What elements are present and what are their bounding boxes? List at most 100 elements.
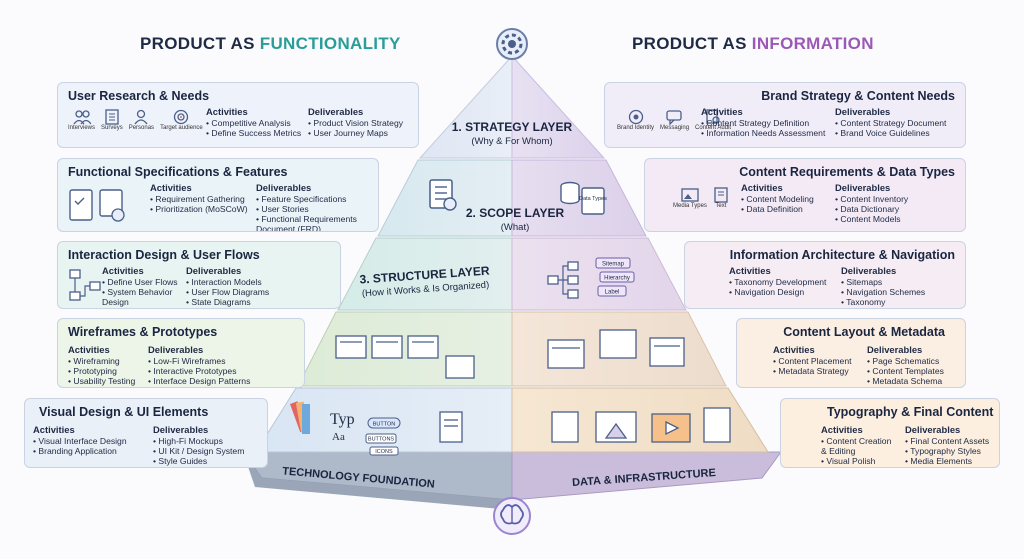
- icon-label-interviews: Interviews: [68, 125, 96, 131]
- personas-icon: Personas: [129, 109, 154, 131]
- brand-icons: Brand Identity Messaging Content Audit: [617, 109, 731, 131]
- target-icon: Target audience: [160, 109, 203, 131]
- flow-diagram-icon: [547, 261, 579, 299]
- panel-user-research: User Research & Needs Interviews Surveys…: [57, 82, 419, 148]
- deliverable-item: • Interactive Prototypes: [148, 366, 237, 376]
- deliverables-heading: Deliverables: [186, 265, 242, 276]
- deliverables-col: Deliverables • Content Strategy Document…: [835, 106, 946, 139]
- ui-buttons-icon: BUTTON BUTTONS ICONS: [365, 417, 401, 456]
- deliverable-item: • Typography Styles: [905, 446, 981, 456]
- activities-heading: Activities: [102, 265, 144, 276]
- deliverables-heading: Deliverables: [308, 106, 364, 117]
- panel-content-requirements: Content Requirements & Data Types Media …: [644, 158, 966, 232]
- mockup-doc-icon: [439, 411, 463, 443]
- panel-title: Wireframes & Prototypes: [68, 325, 218, 339]
- activities-heading: Activities: [150, 182, 192, 193]
- layer-1-label: 1. STRATEGY LAYER (Why & For Whom): [430, 120, 594, 147]
- deliverables-heading: Deliverables: [835, 106, 891, 117]
- deliverables-heading: Deliverables: [256, 182, 312, 193]
- activity-item: • Information Needs Assessment: [701, 128, 826, 138]
- deliverable-item: • Brand Voice Guidelines: [835, 128, 930, 138]
- activity-item: • Requirement Gathering: [150, 194, 245, 204]
- data-types-icon: Data Types: [560, 181, 607, 215]
- activities-col: Activities • Content Placement • Metadat…: [773, 345, 852, 377]
- deliverable-item: • Product Vision Strategy: [308, 118, 404, 128]
- content-type-icons: Media Types Text: [673, 187, 729, 209]
- tag-label: Label: [605, 290, 620, 296]
- panel-title: Content Layout & Metadata: [783, 325, 945, 339]
- activities-col: Activities • Visual Interface Design • B…: [33, 424, 127, 457]
- panel-brand-strategy: Brand Strategy & Content Needs Brand Ide…: [604, 82, 966, 148]
- activities-col: Activities • Taxonomy Development • Navi…: [729, 265, 827, 298]
- deliverables-heading: Deliverables: [835, 182, 891, 193]
- deliverable-item: • User Flow Diagrams: [186, 287, 270, 297]
- deliverables-col: Deliverables • Sitemaps • Navigation Sch…: [841, 265, 925, 308]
- deliverable-item: • Interaction Models: [186, 277, 262, 287]
- activities-heading: Activities: [33, 424, 75, 435]
- left-header-prefix: PRODUCT AS: [140, 34, 260, 53]
- activity-item: • Content Modeling: [741, 194, 814, 204]
- panel-title: Functional Specifications & Features: [68, 165, 288, 179]
- icon-label-audit: Content Audit: [695, 125, 732, 131]
- data-types-doc-label: Data Types: [579, 196, 607, 202]
- activities-col: Activities • Content Strategy Definition…: [701, 107, 826, 139]
- panel-title: Information Architecture & Navigation: [729, 248, 955, 262]
- layer-2-label: 2. SCOPE LAYER (What): [460, 206, 570, 233]
- sitemap-tags: Sitemap Hierarchy Label: [595, 257, 635, 297]
- panel-title: Interaction Design & User Flows: [68, 248, 260, 262]
- layer-2-subtitle: (What): [500, 222, 530, 233]
- deliverable-item: • Interface Design Patterns: [148, 376, 251, 386]
- checklist-icon: [429, 179, 457, 211]
- right-header-prefix: PRODUCT AS: [632, 34, 752, 53]
- deliverable-item: • Metadata Schema: [867, 376, 943, 386]
- deliverable-item: • Page Schematics: [867, 356, 940, 366]
- activity-item: Design: [102, 297, 129, 307]
- activity-item: • Competitive Analysis: [206, 118, 291, 128]
- activity-item: • Content Creation: [821, 436, 892, 446]
- deliverable-item: • Data Dictionary: [835, 204, 900, 214]
- panel-visual-design: Visual Design & UI Elements Activities •…: [24, 398, 268, 468]
- typography-big: Typ: [330, 411, 355, 428]
- color-swatch-icon: [290, 401, 310, 434]
- tag-hierarchy: Hierarchy: [604, 276, 630, 282]
- activity-item: • Prioritization (MoSCoW): [150, 204, 248, 214]
- icon-label-surveys: Surveys: [101, 125, 123, 131]
- deliverable-item: • User Journey Maps: [308, 128, 388, 138]
- panel-title: Typography & Final Content: [827, 405, 994, 419]
- activities-heading: Activities: [729, 265, 771, 276]
- activity-item: • Content Strategy Definition: [701, 118, 810, 128]
- activity-item: • Taxonomy Development: [729, 277, 827, 287]
- deliverable-item: • Content Templates: [867, 366, 944, 376]
- activity-item: • Navigation Design: [729, 287, 805, 297]
- layer-3-right: [511, 237, 687, 311]
- deliverables-col: Deliverables • Page Schematics • Content…: [867, 345, 944, 387]
- panel-information-architecture: Information Architecture & Navigation Ac…: [684, 241, 966, 309]
- user-flow-icon: [69, 269, 101, 301]
- deliverable-item: • Style Guides: [153, 456, 208, 466]
- typography-small: Aa: [332, 431, 345, 443]
- deliverable-item: • Final Content Assets: [905, 436, 990, 446]
- deliverable-item: • Media Elements: [905, 456, 973, 466]
- activities-col: Activities • Competitive Analysis • Defi…: [206, 107, 301, 139]
- deliverable-item: • Functional Requirements: [256, 214, 357, 224]
- panel-wireframes: Wireframes & Prototypes Activities • Wir…: [57, 318, 305, 388]
- activity-item: • Content Placement: [773, 356, 852, 366]
- base-slab-left-front: [243, 452, 512, 510]
- tag-sitemap: Sitemap: [602, 262, 625, 268]
- activity-item: • Branding Application: [33, 446, 117, 456]
- ui-buttons-label: BUTTONS: [368, 437, 395, 443]
- icon-label-media: Media Types: [673, 203, 707, 209]
- deliverable-item: • Content Inventory: [835, 194, 909, 204]
- deliverable-item: • Feature Specifications: [256, 194, 347, 204]
- gear-icon: [496, 28, 528, 60]
- deliverable-item: Document (FRD): [256, 224, 321, 232]
- deliverables-heading: Deliverables: [153, 424, 209, 435]
- deliverable-item: • UI Kit / Design System: [153, 446, 245, 456]
- deliverable-item: • State Diagrams: [186, 297, 251, 307]
- deliverables-heading: Deliverables: [841, 265, 897, 276]
- deliverables-col: Deliverables • Interaction Models • User…: [186, 265, 270, 308]
- activity-item: & Editing: [821, 446, 856, 456]
- right-header-accent: INFORMATION: [751, 34, 874, 53]
- wireframe-icons-left: [335, 335, 475, 379]
